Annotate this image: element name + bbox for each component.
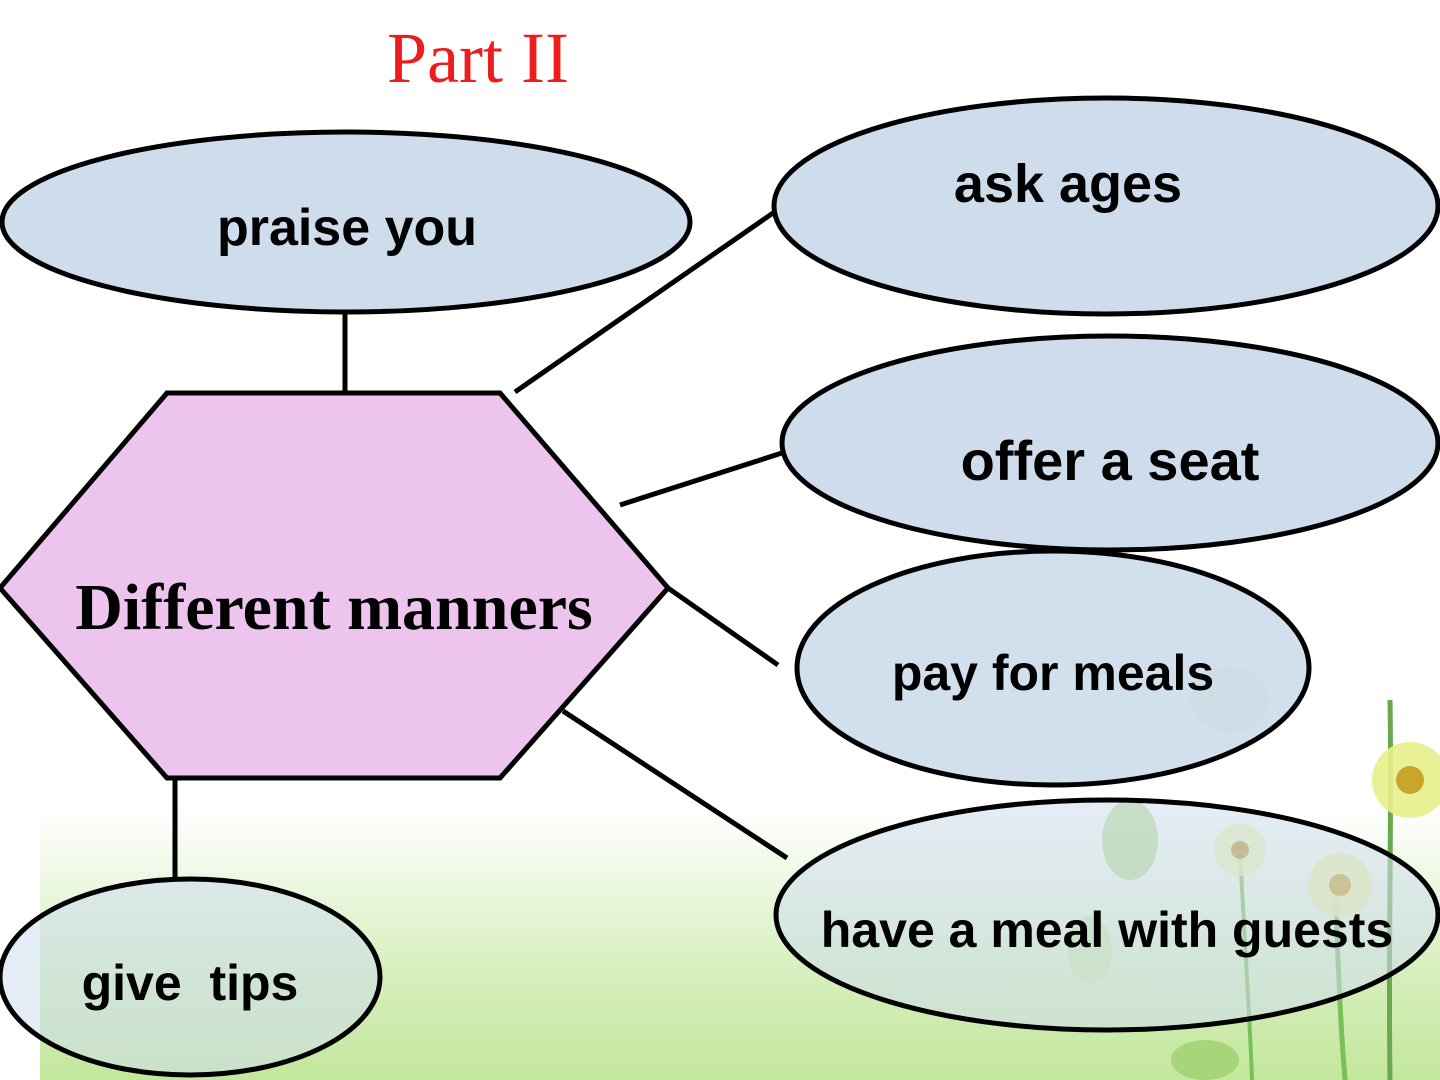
node-ask-ages-label: ask ages <box>953 154 1183 214</box>
node-praise-label: praise you <box>216 199 478 257</box>
connector-offer-seat <box>619 449 786 508</box>
node-offer-seat-label: offer a seat <box>960 429 1260 492</box>
connector-ask-ages <box>513 210 775 395</box>
center-label: Different manners <box>75 571 593 644</box>
node-give-tips-label: give tips <box>81 955 299 1011</box>
node-ask-ages-ellipse <box>771 95 1440 317</box>
page-title: Part II <box>387 18 569 98</box>
node-meal-guests-ellipse <box>773 797 1440 1033</box>
node-offer-seat-ellipse <box>779 333 1440 553</box>
node-pay-meals-ellipse <box>794 548 1312 788</box>
center-hexagon <box>0 390 672 781</box>
node-meal-guests-label: have a meal with guests <box>820 902 1394 958</box>
connector-lines <box>172 210 789 880</box>
node-give-tips-ellipse <box>0 876 383 1078</box>
node-praise-ellipse <box>0 129 693 315</box>
connector-meal-guests <box>561 708 789 861</box>
connector-pay-meals <box>666 585 780 668</box>
node-pay-meals-label: pay for meals <box>891 645 1215 701</box>
